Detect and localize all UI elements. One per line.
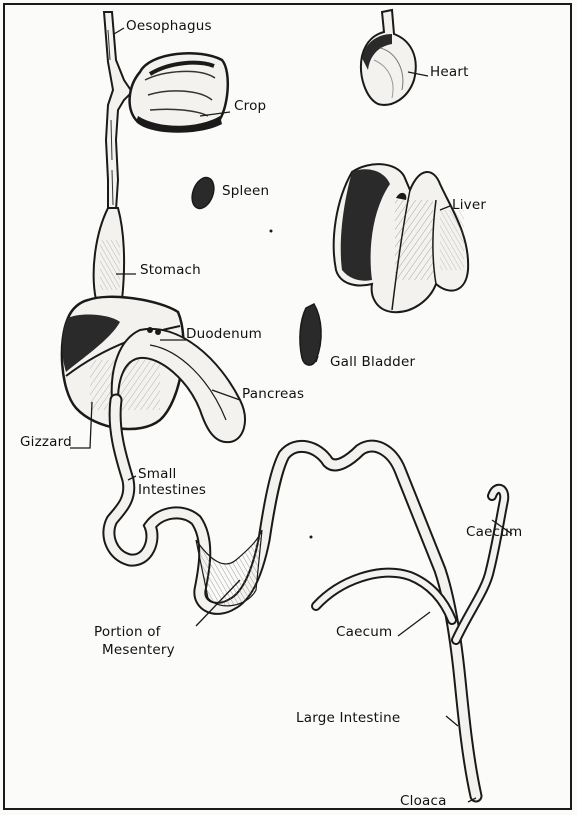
spleen-organ xyxy=(188,175,218,212)
label-oesophagus: Oesophagus xyxy=(126,18,212,34)
label-large-intestine: Large Intestine xyxy=(296,710,400,726)
heart-organ xyxy=(361,10,416,105)
label-small-intestines-2: Intestines xyxy=(138,482,206,498)
label-small-intestines-1: Small xyxy=(138,466,177,482)
label-mesentery-1: Portion of xyxy=(94,624,161,640)
gall-bladder-organ xyxy=(300,304,321,365)
label-crop: Crop xyxy=(234,98,266,114)
label-caecum-left: Caecum xyxy=(336,624,392,640)
caecum-left-organ xyxy=(316,573,452,620)
stomach-organ xyxy=(94,208,124,300)
small-intestine-organ xyxy=(109,400,476,796)
label-duodenum: Duodenum xyxy=(186,326,262,342)
label-gall-bladder: Gall Bladder xyxy=(330,354,415,370)
label-heart: Heart xyxy=(430,64,469,80)
label-pancreas: Pancreas xyxy=(242,386,304,402)
label-liver: Liver xyxy=(452,197,486,213)
label-mesentery-2: Mesentery xyxy=(102,642,175,658)
label-cloaca: Cloaca xyxy=(400,793,447,809)
label-caecum-right: Caecum xyxy=(466,524,522,540)
label-gizzard: Gizzard xyxy=(20,434,72,450)
label-spleen: Spleen xyxy=(222,183,269,199)
speck-dot xyxy=(310,536,313,539)
crop-organ xyxy=(130,53,228,133)
label-stomach: Stomach xyxy=(140,262,201,278)
liver-organ xyxy=(334,164,468,312)
speck-dot xyxy=(270,230,273,233)
oesophagus-organ xyxy=(104,12,132,210)
caecum-right-organ xyxy=(456,489,504,640)
